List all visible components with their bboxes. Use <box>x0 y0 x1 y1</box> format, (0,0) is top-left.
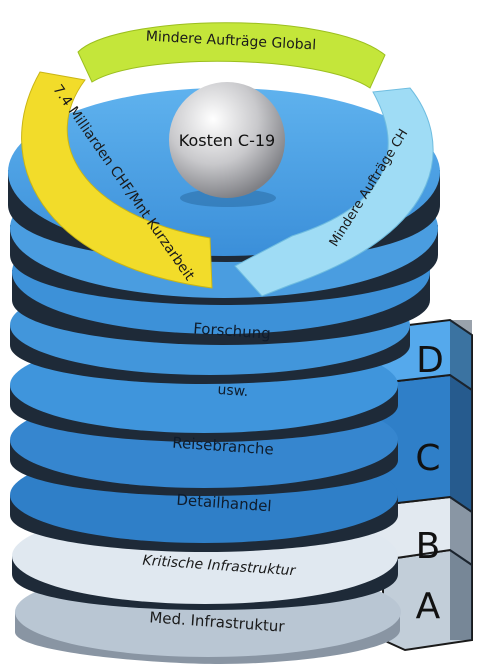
arc-ring <box>21 22 434 297</box>
layer-label-forschung: Forschung <box>193 319 272 342</box>
tier-letter-d: D <box>416 340 444 381</box>
layer-label-usw: usw. <box>217 382 249 400</box>
tier-letter-a: A <box>416 586 441 627</box>
center-label: Kosten C-19 <box>179 131 275 150</box>
tier-letter-c: C <box>415 438 440 479</box>
arc-top-global <box>77 22 386 89</box>
arc-left-kurzarbeit <box>21 71 213 289</box>
tier-letter-b: B <box>416 526 441 567</box>
center-sphere <box>169 82 285 207</box>
arc-right-ch <box>234 87 434 297</box>
